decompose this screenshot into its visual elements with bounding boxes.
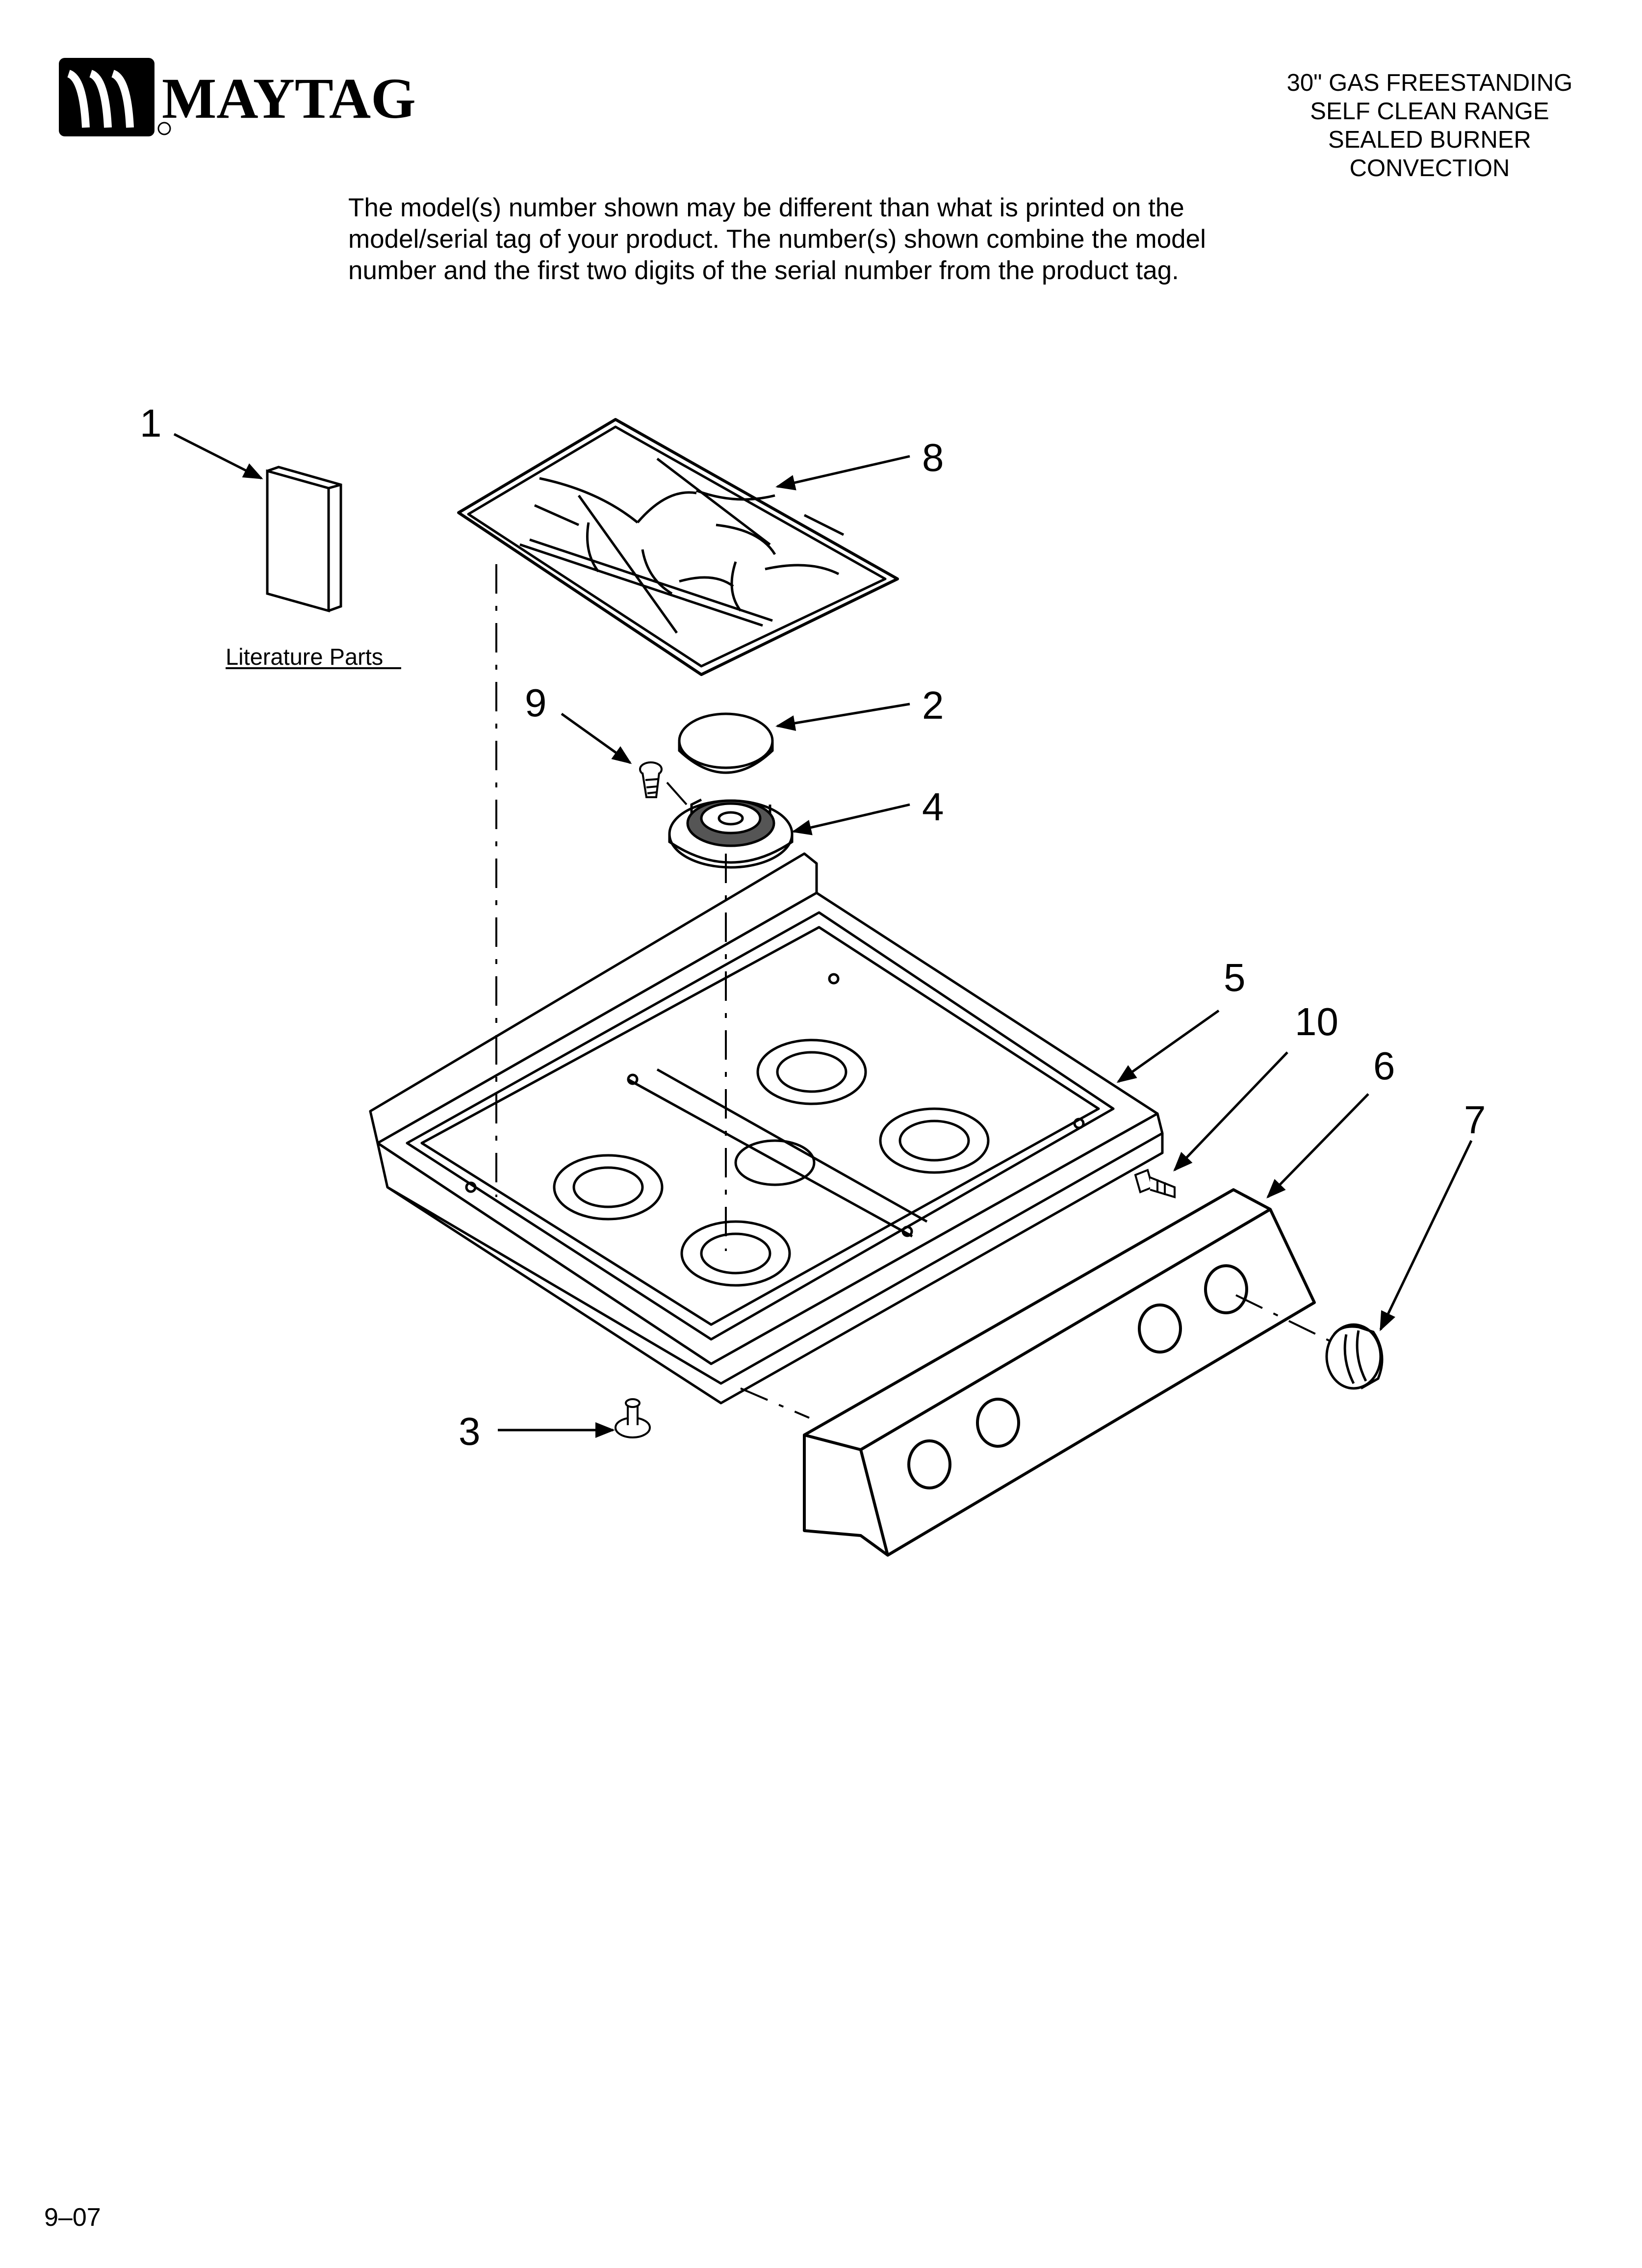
control-panel-part <box>803 1188 1316 1557</box>
maytag-logo: MAYTAG <box>59 58 416 136</box>
burner-grate-part <box>457 418 899 676</box>
callout-7: 7 <box>1464 1098 1486 1142</box>
burner-cap-part <box>678 712 774 774</box>
callout-3: 3 <box>459 1409 481 1453</box>
brand-wordmark: MAYTAG <box>162 66 416 130</box>
callout-10: 10 <box>1295 1000 1338 1043</box>
callout-8: 8 <box>922 436 944 479</box>
product-line: SELF CLEAN RANGE <box>1310 98 1549 125</box>
callout-1: 1 <box>140 401 162 445</box>
product-line: SEALED BURNER <box>1328 127 1531 153</box>
callout-6: 6 <box>1373 1044 1395 1088</box>
control-knob-part <box>1325 1323 1384 1390</box>
date-code: 9–07 <box>44 2203 101 2232</box>
cooktop-bumper-part <box>615 1398 651 1438</box>
callout-numbers: 1 8 9 2 4 5 10 6 7 3 <box>140 401 1486 1453</box>
burner-base-part <box>668 798 794 869</box>
literature-parts-part: Literature Parts <box>226 466 401 670</box>
callout-9: 9 <box>525 681 547 725</box>
callout-4: 4 <box>922 785 944 829</box>
product-line: CONVECTION <box>1349 155 1510 182</box>
notice-line: The model(s) number shown may be differe… <box>348 193 1184 222</box>
notice-line: number and the first two digits of the s… <box>348 256 1179 285</box>
literature-parts-label: Literature Parts <box>226 644 383 670</box>
burner-screw-part <box>639 761 663 798</box>
cooktop-part <box>369 852 1164 1405</box>
callout-5: 5 <box>1224 956 1246 999</box>
product-title: 30" GAS FREESTANDING SELF CLEAN RANGE SE… <box>1197 69 1642 182</box>
product-line: 30" GAS FREESTANDING <box>1286 70 1573 96</box>
leader-lines <box>173 433 1473 1438</box>
notice-line: model/serial tag of your product. The nu… <box>348 225 1206 254</box>
callout-2: 2 <box>922 683 944 727</box>
panel-screw-part <box>1134 1169 1176 1199</box>
assembly-lines <box>495 564 1332 1419</box>
model-number-notice: The model(s) number shown may be differe… <box>348 192 1329 287</box>
